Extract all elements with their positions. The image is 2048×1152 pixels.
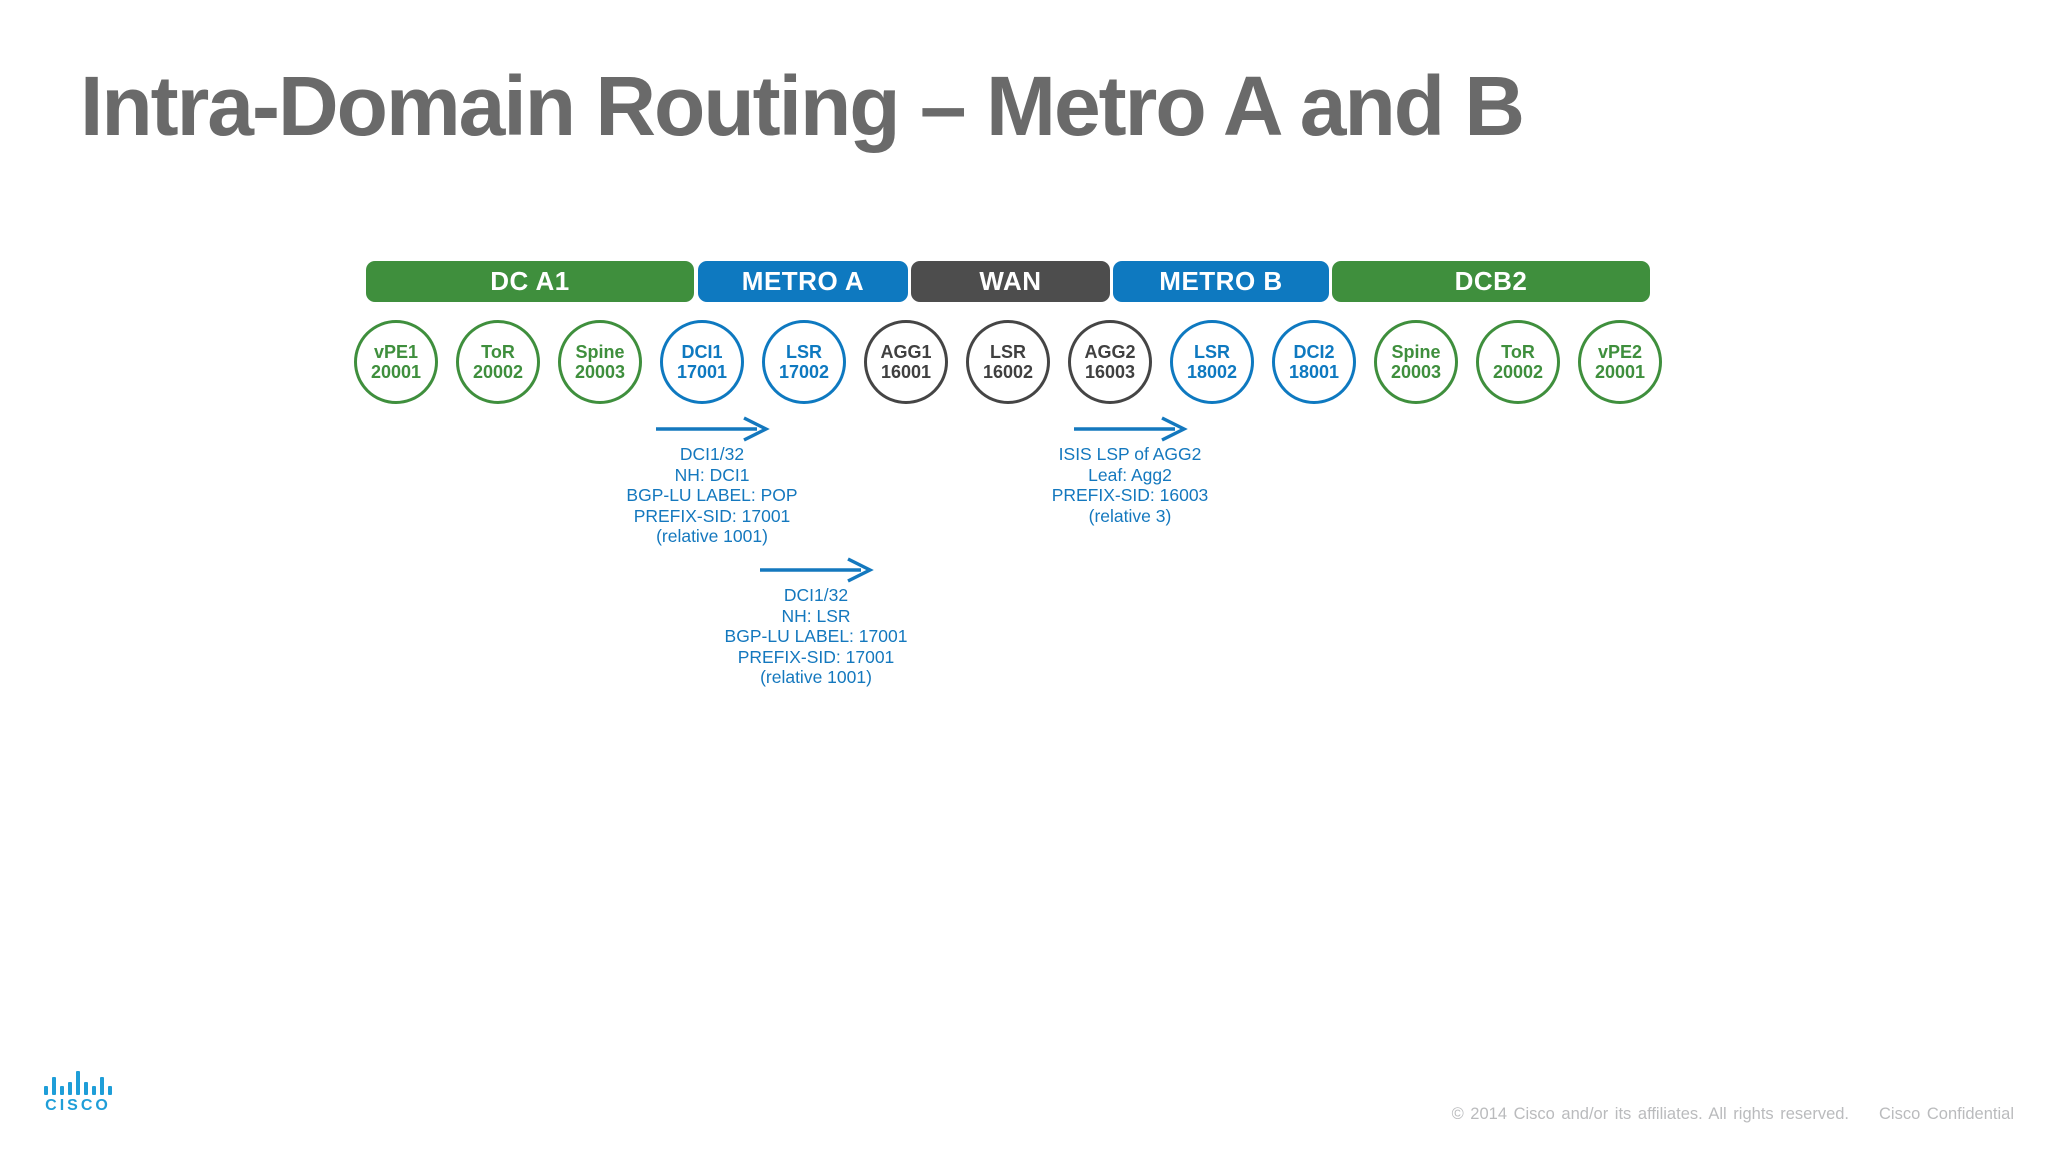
domain-bar-label: METRO B — [1159, 266, 1283, 296]
node-sid: 18002 — [1186, 362, 1238, 382]
node-vpe2-20001: vPE2 20001 — [1578, 320, 1662, 404]
node-name: Spine — [575, 342, 625, 362]
node-name: vPE1 — [373, 342, 419, 362]
right-arrow-icon — [760, 557, 874, 583]
node-name: DCI1 — [681, 342, 723, 362]
node-spine-20003-left: Spine 20003 — [558, 320, 642, 404]
annotation-line: PREFIX-SID: 17001 — [633, 505, 791, 526]
right-arrow-icon — [1074, 416, 1188, 442]
annotation-dci1-via-lsr: DCI1/32 NH: LSR BGP-LU LABEL: 17001 PREF… — [676, 555, 956, 688]
domain-bar-label: WAN — [979, 266, 1042, 296]
node-dci1-17001: DCI1 17001 — [660, 320, 744, 404]
node-name: AGG1 — [880, 342, 932, 362]
annotation-line: Leaf: Agg2 — [1088, 464, 1172, 485]
node-sid: 16001 — [880, 362, 932, 382]
annotation-line: ISIS LSP of AGG2 — [1058, 444, 1202, 464]
node-row: vPE1 20001 ToR 20002 Spine 20003 DCI1 17… — [354, 320, 1662, 404]
node-sid: 20001 — [370, 362, 422, 382]
annotation-line: PREFIX-SID: 17001 — [737, 646, 895, 667]
annotation-line: PREFIX-SID: 16003 — [1051, 485, 1209, 505]
node-sid: 20002 — [472, 362, 524, 382]
annotation-line: NH: DCI1 — [674, 464, 750, 485]
cisco-logo-text: CISCO — [45, 1097, 111, 1114]
page-title: Intra-Domain Routing – Metro A and B — [80, 59, 1525, 153]
domain-bar-dcb2: DCB2 — [1332, 261, 1650, 302]
node-tor-20002-left: ToR 20002 — [456, 320, 540, 404]
node-dci2-18001: DCI2 18001 — [1272, 320, 1356, 404]
annotation-line: (relative 1001) — [760, 667, 872, 687]
node-name: ToR — [1501, 342, 1535, 362]
node-vpe1-20001: vPE1 20001 — [354, 320, 438, 404]
annotation-line: BGP-LU LABEL: 17001 — [724, 626, 908, 646]
node-sid: 20001 — [1594, 362, 1646, 382]
node-lsr-16002: LSR 16002 — [966, 320, 1050, 404]
footer-copyright: © 2014 Cisco and/or its affiliates. All … — [1452, 1105, 2014, 1124]
node-sid: 16003 — [1084, 362, 1136, 382]
node-name: DCI2 — [1293, 342, 1335, 362]
node-name: ToR — [481, 342, 515, 362]
node-sid: 20003 — [574, 362, 626, 382]
node-sid: 20003 — [1390, 362, 1442, 382]
domain-bar-wan: WAN — [911, 261, 1110, 302]
cisco-bridge-icon — [38, 1070, 118, 1095]
node-name: Spine — [1391, 342, 1441, 362]
right-arrow-icon — [656, 416, 770, 442]
annotation-line: (relative 3) — [1088, 505, 1172, 526]
node-lsr-17002: LSR 17002 — [762, 320, 846, 404]
domain-bar-label: DCB2 — [1454, 266, 1528, 296]
annotation-line: (relative 1001) — [656, 526, 768, 546]
node-agg2-16003: AGG2 16003 — [1068, 320, 1152, 404]
domain-bar-dc-a1: DC A1 — [366, 261, 694, 302]
node-name: vPE2 — [1597, 342, 1643, 362]
node-agg1-16001: AGG1 16001 — [864, 320, 948, 404]
node-spine-20003-right: Spine 20003 — [1374, 320, 1458, 404]
annotation-line: BGP-LU LABEL: POP — [626, 485, 798, 505]
annotation-line: NH: LSR — [781, 605, 851, 626]
node-sid: 17002 — [778, 362, 830, 382]
node-tor-20002-right: ToR 20002 — [1476, 320, 1560, 404]
domain-bar-label: DC A1 — [490, 266, 570, 296]
copyright-text: © 2014 Cisco and/or its affiliates. All … — [1451, 1105, 1850, 1123]
node-name: LSR — [990, 342, 1026, 362]
node-name: AGG2 — [1084, 342, 1136, 362]
annotation-dci1-via-dci1: DCI1/32 NH: DCI1 BGP-LU LABEL: POP PREFI… — [572, 414, 852, 547]
cisco-logo: CISCO — [38, 1070, 118, 1115]
annotation-line: DCI1/32 — [679, 444, 745, 464]
node-lsr-18002: LSR 18002 — [1170, 320, 1254, 404]
annotation-isis-lsp-agg2: ISIS LSP of AGG2 Leaf: Agg2 PREFIX-SID: … — [990, 414, 1270, 526]
node-sid: 18001 — [1288, 362, 1340, 382]
node-sid: 20002 — [1492, 362, 1544, 382]
domain-bar-metro-b: METRO B — [1113, 261, 1329, 302]
node-sid: 16002 — [982, 362, 1034, 382]
annotation-line: DCI1/32 — [783, 585, 849, 605]
node-name: LSR — [1194, 342, 1230, 362]
domain-bar-metro-a: METRO A — [698, 261, 908, 302]
domain-bar-label: METRO A — [741, 266, 865, 296]
node-name: LSR — [786, 342, 822, 362]
node-sid: 17001 — [676, 362, 728, 382]
confidential-text: Cisco Confidential — [1879, 1105, 2014, 1123]
